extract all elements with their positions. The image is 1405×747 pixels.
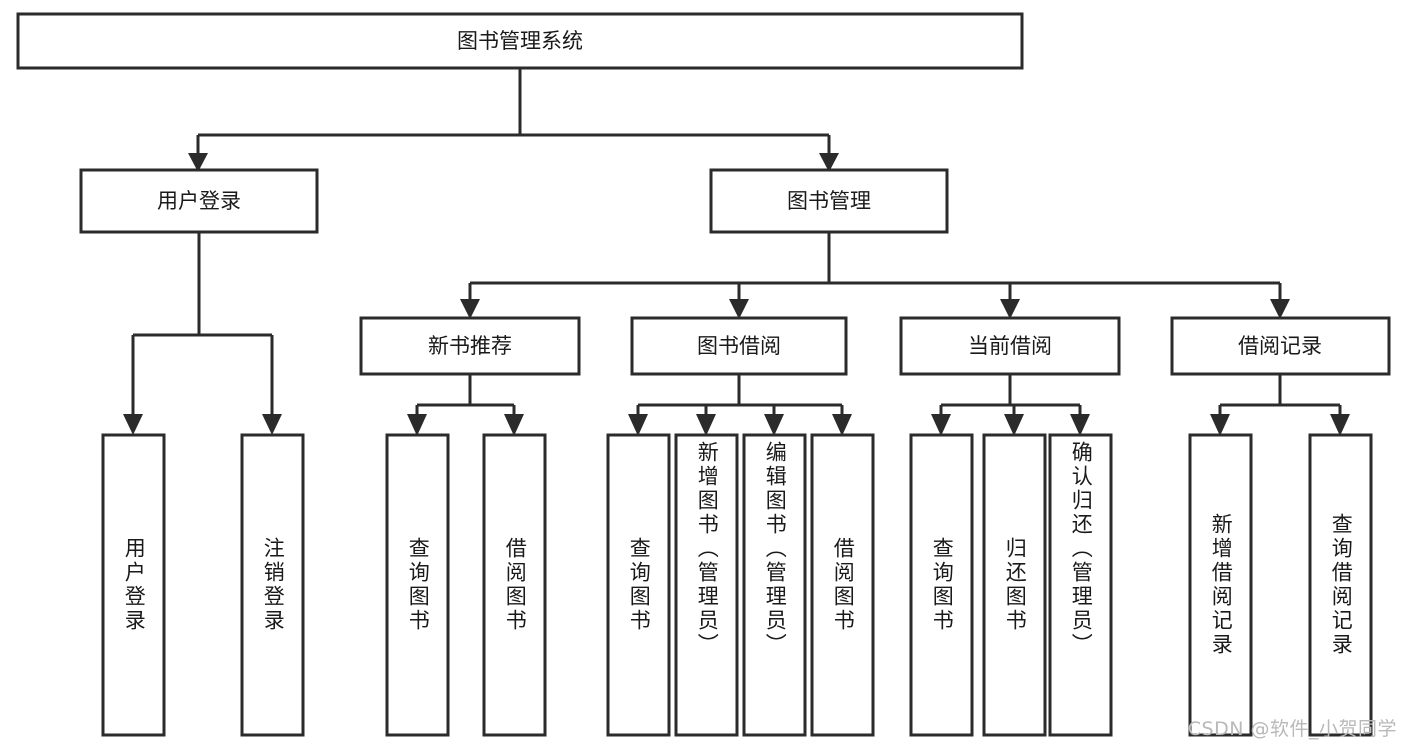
node-book-borrow-label: 图书借阅 [697,334,781,358]
leaf-node-group [101,433,1373,737]
node-user-login-box[interactable] [79,168,319,234]
arrowhead-leaf-borrow-book [832,414,852,436]
leaf-borrow-query-box[interactable] [606,433,671,737]
connector-group-current-borrow [931,374,1090,436]
arrowhead-book-manage [819,153,839,172]
arrowhead-new-book-rec [460,299,480,319]
node-book-manage[interactable]: 图书管理 [709,168,949,234]
arrowhead-leaf-rec-add [1210,414,1230,436]
node-book-borrow[interactable]: 图书借阅 [630,316,848,376]
connector-new-book-rec-children [415,374,516,420]
connector-root-to-level2 [196,68,831,157]
arrowhead-leaf-rec-borrow [504,414,524,436]
node-borrow-record-label: 借阅记录 [1238,334,1322,358]
arrowhead-leaf-rec-query [407,414,427,436]
arrowhead-leaf-user-logout [262,414,282,435]
leaf-cur-return-box[interactable] [982,433,1047,737]
node-user-login-label: 用户登录 [157,189,241,213]
leaf-rec-search-box[interactable] [1308,433,1373,737]
connector-group-root [188,68,839,172]
arrowhead-leaf-borrow-edit [764,414,784,436]
leaf-user-logout-box[interactable] [240,433,305,737]
arrowhead-leaf-cur-confirm [1070,414,1090,436]
csdn-watermark: CSDN @软件_小贺同学 [1187,718,1397,740]
arrowhead-current-borrow [1000,299,1020,319]
node-user-login[interactable]: 用户登录 [79,168,319,234]
node-current-borrow-label: 当前借阅 [968,334,1052,358]
leaf-rec-query-box[interactable] [385,433,450,737]
connector-current-borrow-children [939,374,1082,420]
arrowhead-leaf-borrow-add [696,414,716,436]
arrowhead-book-borrow [729,299,749,319]
arrowhead-borrow-record [1270,299,1290,319]
arrowhead-leaf-cur-return [1004,414,1024,436]
connector-group-user-login [123,232,282,435]
node-borrow-record-box[interactable] [1170,316,1391,376]
connector-book-manage-children [468,232,1282,303]
arrowhead-leaf-cur-query [931,414,951,436]
connector-user-login-children [131,232,274,420]
connector-group-book-borrow [628,374,852,436]
leaf-rec-borrow-box[interactable] [482,433,547,737]
leaf-borrow-edit-box[interactable] [742,433,807,737]
leaf-borrow-book-box[interactable] [810,433,875,737]
node-book-manage-label: 图书管理 [787,189,871,213]
connector-borrow-record-children [1218,374,1342,420]
node-new-book-rec[interactable]: 新书推荐 [359,316,581,376]
node-root-box[interactable] [16,12,1024,70]
arrowhead-leaf-user-login [123,414,143,435]
node-root-label: 图书管理系统 [457,29,583,53]
connector-group-book-manage [460,232,1290,319]
connector-group-new-book-rec [407,374,524,436]
connector-group-borrow-record [1210,374,1350,436]
leaf-user-login-box[interactable] [101,433,166,737]
leaf-borrow-add-box[interactable] [674,433,739,737]
leaf-rec-add-box[interactable] [1188,433,1253,737]
node-new-book-rec-label: 新书推荐 [428,334,512,358]
node-root[interactable]: 图书管理系统 [16,12,1024,70]
node-book-manage-box[interactable] [709,168,949,234]
node-borrow-record[interactable]: 借阅记录 [1170,316,1391,376]
leaf-cur-confirm-box[interactable] [1048,433,1113,737]
node-current-borrow-box[interactable] [899,316,1121,376]
arrowhead-user-login [188,153,208,172]
arrowhead-leaf-rec-search [1330,414,1350,436]
node-book-borrow-box[interactable] [630,316,848,376]
arrowhead-leaf-borrow-query [628,414,648,436]
connector-book-borrow-children [636,374,844,420]
leaf-cur-query-box[interactable] [909,433,974,737]
node-new-book-rec-box[interactable] [359,316,581,376]
node-current-borrow[interactable]: 当前借阅 [899,316,1121,376]
